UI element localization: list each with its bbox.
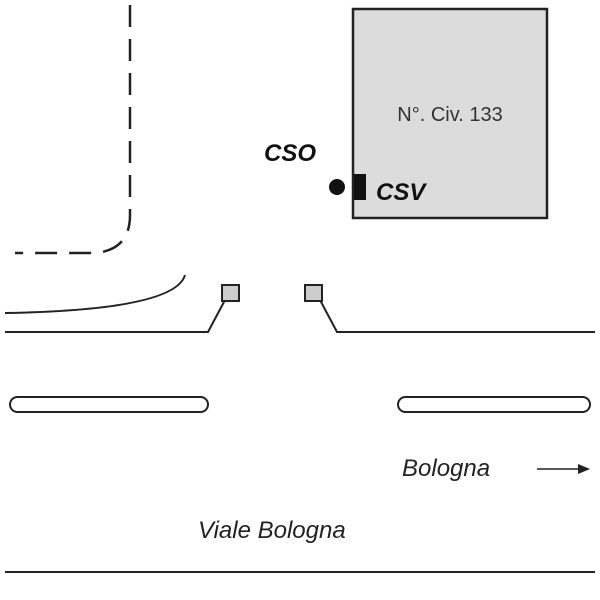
direction-label: Bologna — [402, 455, 490, 482]
road-edge-right — [319, 299, 595, 333]
street-name: Viale Bologna — [198, 517, 346, 544]
building — [351, 7, 549, 220]
dashed-road-edge — [15, 5, 132, 255]
cso-marker — [329, 179, 345, 195]
road-edge-left — [5, 299, 226, 333]
median-right — [397, 396, 591, 413]
csv-label: CSV — [376, 179, 427, 206]
curb-curve — [4, 274, 186, 314]
building-label: N°. Civ. 133 — [397, 104, 502, 126]
cso-label: CSO — [264, 140, 316, 167]
median-left — [9, 396, 209, 413]
manhole-right — [304, 284, 323, 302]
arrow-right-icon — [537, 464, 590, 474]
csv-marker — [354, 174, 366, 200]
manhole-left — [221, 284, 240, 302]
